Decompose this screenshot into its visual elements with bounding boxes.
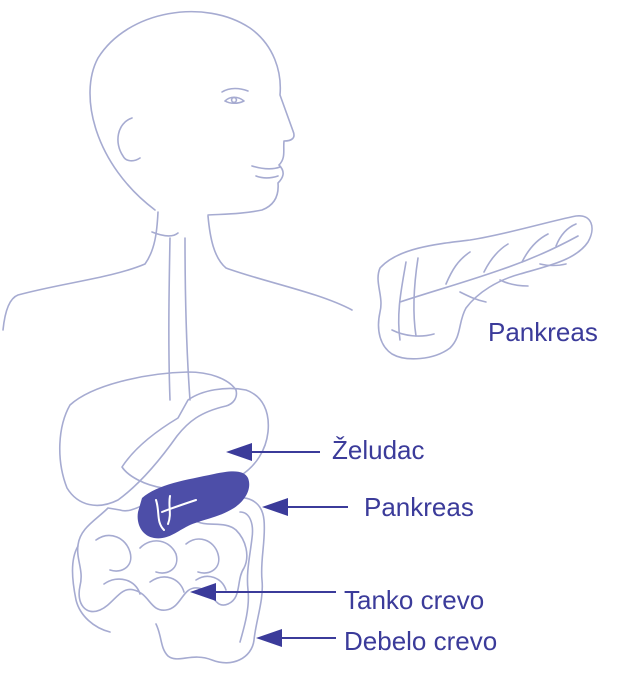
pancreas-detail-branch-1 — [446, 252, 470, 284]
eyebrow — [222, 89, 248, 93]
small-intestine-coil-1 — [96, 536, 131, 571]
esophagus-right — [185, 238, 190, 400]
pancreas-detail-branch-6 — [500, 280, 528, 286]
mouth-line — [252, 166, 280, 169]
arrow-stomach-head — [226, 443, 252, 461]
ear-outline — [118, 118, 140, 161]
small-intestine-coil-5 — [150, 577, 184, 592]
neck-shoulder-right — [208, 216, 352, 310]
large-intestine-label: Debelo crevo — [344, 628, 497, 654]
small-intestine-coil-3 — [186, 539, 219, 573]
pancreas-detail-branch-3 — [522, 234, 548, 262]
lip-line — [256, 176, 278, 178]
small-intestine-coil-2 — [140, 541, 177, 573]
arrow-pancreas-head — [262, 498, 288, 516]
arrow-large-intestine-head — [256, 629, 282, 647]
stomach-outline — [122, 388, 268, 489]
head-outline — [90, 12, 294, 215]
large-intestine-inner — [240, 512, 253, 642]
small-intestine-label: Tanko crevo — [344, 587, 484, 613]
eye-pupil — [232, 98, 237, 103]
esophagus-left — [169, 238, 170, 400]
stomach-label: Želudac — [332, 437, 425, 463]
pancreas-detail-label: Pankreas — [488, 319, 598, 345]
pancreas-label: Pankreas — [364, 494, 474, 520]
neck-shoulder-left — [3, 212, 158, 330]
arrow-small-intestine-head — [190, 583, 216, 601]
